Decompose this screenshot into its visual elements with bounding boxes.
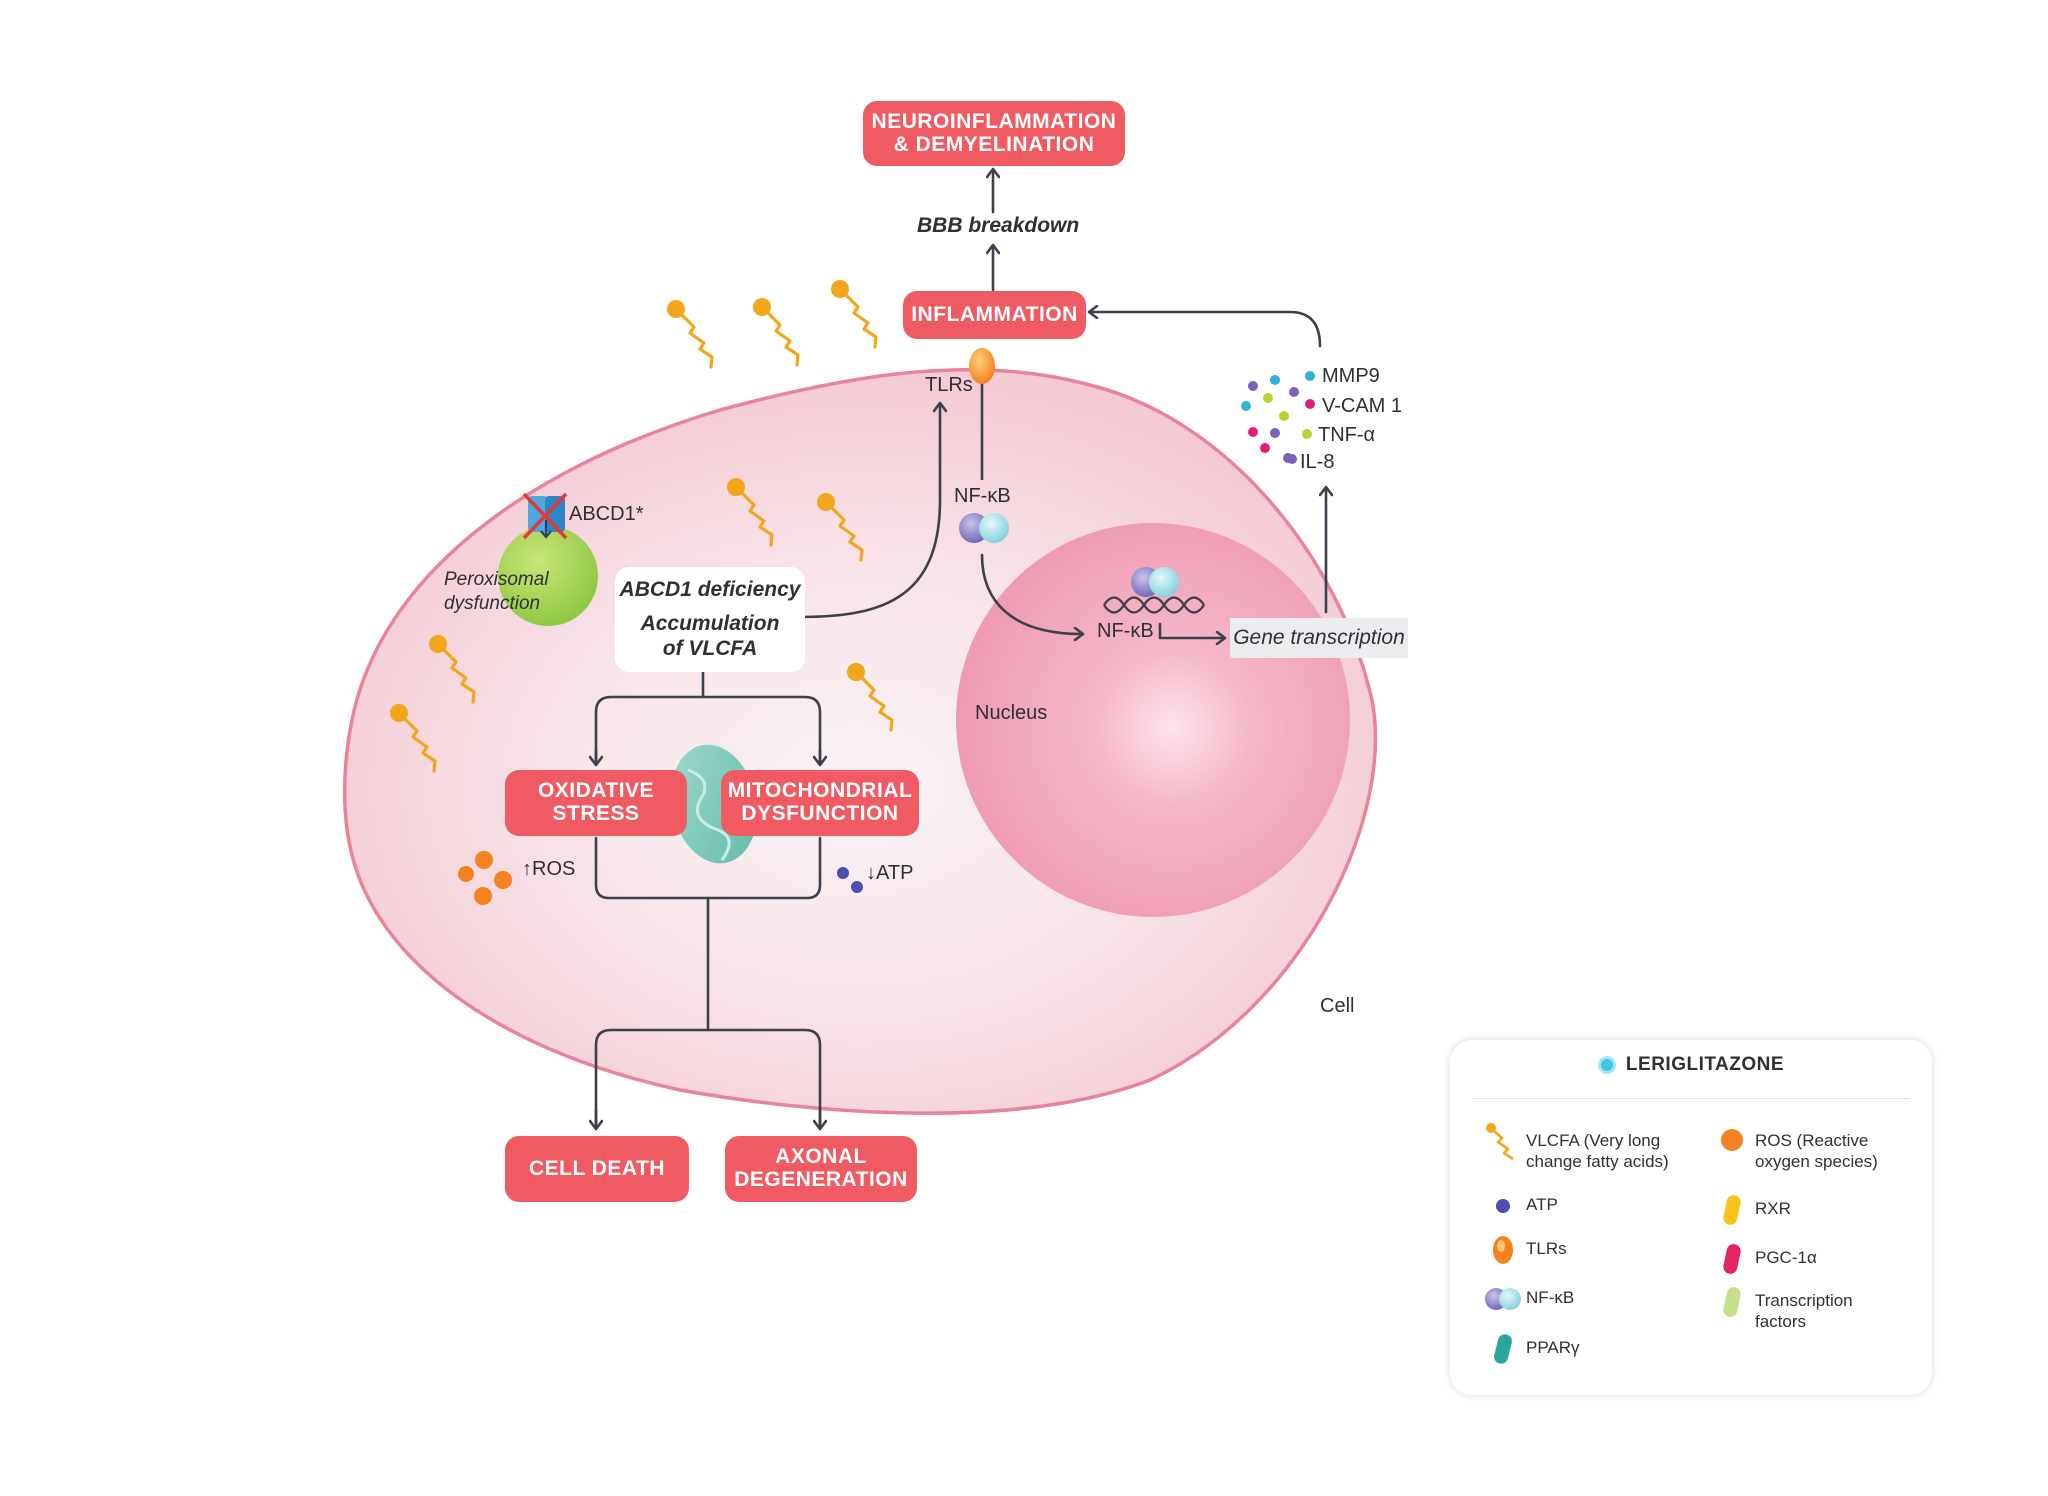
cell-label: Cell	[1320, 995, 1355, 1017]
nfkb-cytoplasm-icon	[959, 513, 1009, 543]
gene-transcription-label: Gene transcription	[1233, 626, 1405, 649]
tlrs-label: TLRs	[925, 374, 973, 396]
accumulation-label-line2: of VLCFA	[662, 636, 758, 660]
ppargamma-icon	[1480, 1329, 1526, 1369]
vlcfa-icon	[1480, 1122, 1526, 1162]
connector-lines	[596, 170, 1326, 1128]
abcd1-deficiency-box: ABCD1 deficiency Accumulation of VLCFA	[615, 567, 805, 672]
pgc1a-icon	[1709, 1239, 1755, 1279]
abcd1-deficiency-label: ABCD1 deficiency	[619, 578, 801, 602]
legend-item-nfkb: NF-κB	[1480, 1279, 1574, 1319]
inflammation-box: INFLAMMATION	[903, 291, 1086, 339]
bbb-breakdown-label: BBB breakdown	[917, 214, 1080, 237]
nfkb-nucleus-label: NF-κB	[1097, 620, 1154, 642]
legend-title: LERIGLITAZONE	[1450, 1054, 1932, 1076]
legend-item-ppargamma: PPARγ	[1480, 1329, 1580, 1369]
nfkb-dna-icon	[1103, 567, 1205, 614]
cytokine-vcam1-label: V-CAM 1	[1322, 395, 1403, 417]
leriglitazone-icon	[1597, 1056, 1616, 1074]
tlr-receptor-icon	[969, 348, 995, 480]
abcd1-label: ABCD1*	[569, 503, 644, 525]
ros-molecules	[458, 851, 512, 905]
legend-item-pgc1a: PGC-1α	[1709, 1239, 1817, 1279]
oxidative-stress-box: OXIDATIVE STRESS	[505, 770, 687, 836]
peroxisomal-dysfunction-label: Peroxisomal dysfunction	[444, 569, 549, 614]
legend-item-vlcfa: VLCFA (Very long change fatty acids)	[1480, 1122, 1669, 1173]
transcription-factors-icon	[1709, 1282, 1755, 1322]
nucleus-label: Nucleus	[975, 702, 1048, 724]
legend-item-transcription-factors: Transcription factors	[1709, 1282, 1853, 1333]
abcd1-transporter-icon	[522, 492, 568, 540]
legend: LERIGLITAZONE VLCFA (Very long change fa…	[1450, 1040, 1932, 1395]
neuroinflammation-box: NEUROINFLAMMATION & DEMYELINATION	[863, 101, 1125, 166]
atp-icon	[1480, 1186, 1526, 1226]
mitochondrial-dysfunction-box: MITOCHONDRIAL DYSFUNCTION	[721, 770, 919, 836]
cytokine-dots	[1241, 371, 1315, 464]
tlrs-icon	[1480, 1230, 1526, 1270]
atp-molecules	[837, 867, 863, 893]
nfkb-cytoplasm-label: NF-κB	[954, 485, 1011, 507]
atp-label: ↓ATP	[866, 862, 914, 884]
cytokine-mmp9-label: MMP9	[1322, 365, 1380, 387]
legend-item-ros: ROS (Reactive oxygen species)	[1709, 1122, 1878, 1173]
cytokine-tnfa-label: TNF-α	[1318, 424, 1376, 446]
legend-item-tlrs: TLRs	[1480, 1230, 1567, 1270]
cell-death-box: CELL DEATH	[505, 1136, 689, 1202]
gene-transcription-box: Gene transcription	[1230, 618, 1408, 658]
legend-item-rxr: RXR	[1709, 1190, 1791, 1230]
cytokine-il8-label: IL-8	[1300, 451, 1335, 473]
legend-divider	[1472, 1098, 1910, 1099]
ros-label: ↑ROS	[522, 858, 576, 880]
rxr-icon	[1709, 1190, 1755, 1230]
legend-item-atp: ATP	[1480, 1186, 1558, 1226]
nfkb-icon	[1480, 1279, 1526, 1319]
axonal-degeneration-box: AXONAL DEGENERATION	[725, 1136, 917, 1202]
accumulation-label-line1: Accumulation	[640, 612, 780, 636]
peroxisome	[498, 526, 598, 626]
ros-icon	[1709, 1122, 1755, 1162]
